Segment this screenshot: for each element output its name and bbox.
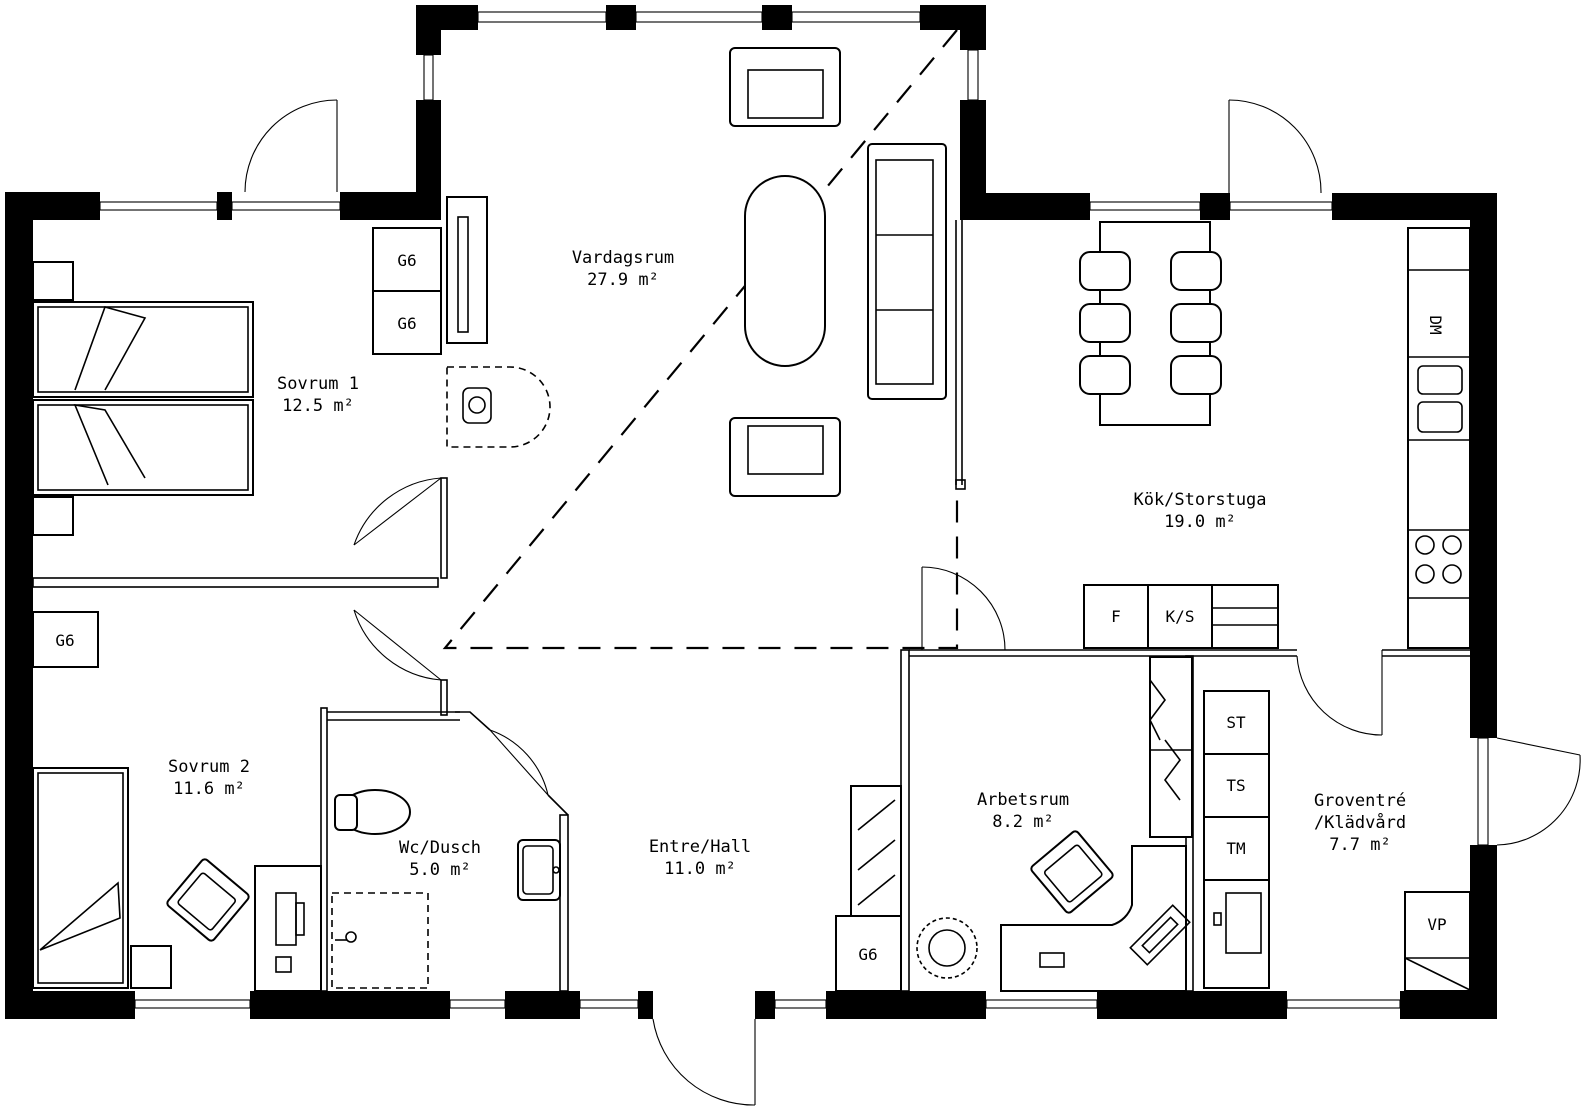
svg-text:19.0 m²: 19.0 m² (1164, 512, 1236, 532)
room-label-arbetsrum: Arbetsrum 8.2 m² (977, 790, 1069, 832)
room-label-kok-storstuga: Kök/Storstuga 19.0 m² (1133, 490, 1266, 532)
windows (99, 11, 1489, 1009)
wardrobe-3: G6 (55, 631, 74, 650)
outer-walls (5, 5, 1497, 1019)
fridge-freezer-label: K/S (1166, 607, 1195, 626)
washing-machine-label: TM (1226, 839, 1245, 858)
doors (244, 99, 1581, 1106)
svg-text:11.0 m²: 11.0 m² (664, 859, 736, 879)
svg-text:5.0 m²: 5.0 m² (409, 860, 470, 880)
living-room-furniture (729, 47, 947, 497)
svg-text:K/S: K/S (1166, 607, 1195, 626)
svg-text:12.5 m²: 12.5 m² (282, 396, 354, 416)
room-label-vardagsrum: Vardagsrum 27.9 m² (572, 248, 674, 290)
svg-text:Sovrum 2: Sovrum 2 (168, 757, 250, 777)
office-furniture (916, 656, 1193, 992)
svg-text:Vardagsrum: Vardagsrum (572, 248, 674, 268)
wardrobe-1: G6 (397, 251, 416, 270)
heat-pump-label: VP (1427, 915, 1446, 934)
room-label-wc-dusch: Wc/Dusch 5.0 m² (399, 838, 481, 880)
svg-text:G6: G6 (858, 945, 877, 964)
svg-text:TM: TM (1226, 839, 1245, 858)
svg-text:ST: ST (1226, 713, 1246, 732)
kitchen-furniture (1079, 221, 1471, 649)
svg-text:Arbetsrum: Arbetsrum (977, 790, 1069, 810)
svg-text:Sovrum 1: Sovrum 1 (277, 374, 359, 394)
svg-text:Wc/Dusch: Wc/Dusch (399, 838, 481, 858)
laundry-furniture (1203, 690, 1471, 992)
svg-text:G6: G6 (397, 314, 416, 333)
svg-text:F: F (1111, 607, 1121, 626)
svg-text:VP: VP (1427, 915, 1446, 934)
wardrobe-4: G6 (858, 945, 877, 964)
tumble-dryer-label: TS (1226, 776, 1245, 795)
svg-text:Entre/Hall: Entre/Hall (649, 837, 751, 857)
dishwasher-label: DM (1426, 315, 1445, 334)
fridge-label: F (1111, 607, 1121, 626)
open-area-outline (442, 29, 959, 650)
hall-furniture (835, 785, 902, 992)
svg-text:/Klädvård: /Klädvård (1314, 812, 1406, 833)
svg-text:DM: DM (1426, 315, 1445, 334)
wardrobe-2: G6 (397, 314, 416, 333)
svg-text:Groventré: Groventré (1314, 791, 1406, 811)
svg-text:G6: G6 (397, 251, 416, 270)
svg-text:11.6 m²: 11.6 m² (173, 779, 245, 799)
room-label-sovrum-1: Sovrum 1 12.5 m² (277, 374, 359, 416)
svg-text:G6: G6 (55, 631, 74, 650)
room-label-groventre: Groventré /Klädvård 7.7 m² (1314, 791, 1406, 855)
bedroom-2-furniture (32, 611, 322, 992)
bedroom-1-sink-outline (446, 366, 551, 448)
room-label-sovrum-2: Sovrum 2 11.6 m² (168, 757, 250, 799)
wc-furniture (331, 789, 561, 989)
room-label-entre-hall: Entre/Hall 11.0 m² (649, 837, 751, 879)
svg-text:27.9 m²: 27.9 m² (587, 270, 659, 290)
svg-text:8.2 m²: 8.2 m² (992, 812, 1053, 832)
bedroom-1-furniture (32, 196, 488, 536)
svg-text:Kök/Storstuga: Kök/Storstuga (1133, 490, 1266, 510)
dryer-cabinet-label: ST (1226, 713, 1246, 732)
svg-text:TS: TS (1226, 776, 1245, 795)
svg-text:7.7 m²: 7.7 m² (1329, 835, 1390, 855)
